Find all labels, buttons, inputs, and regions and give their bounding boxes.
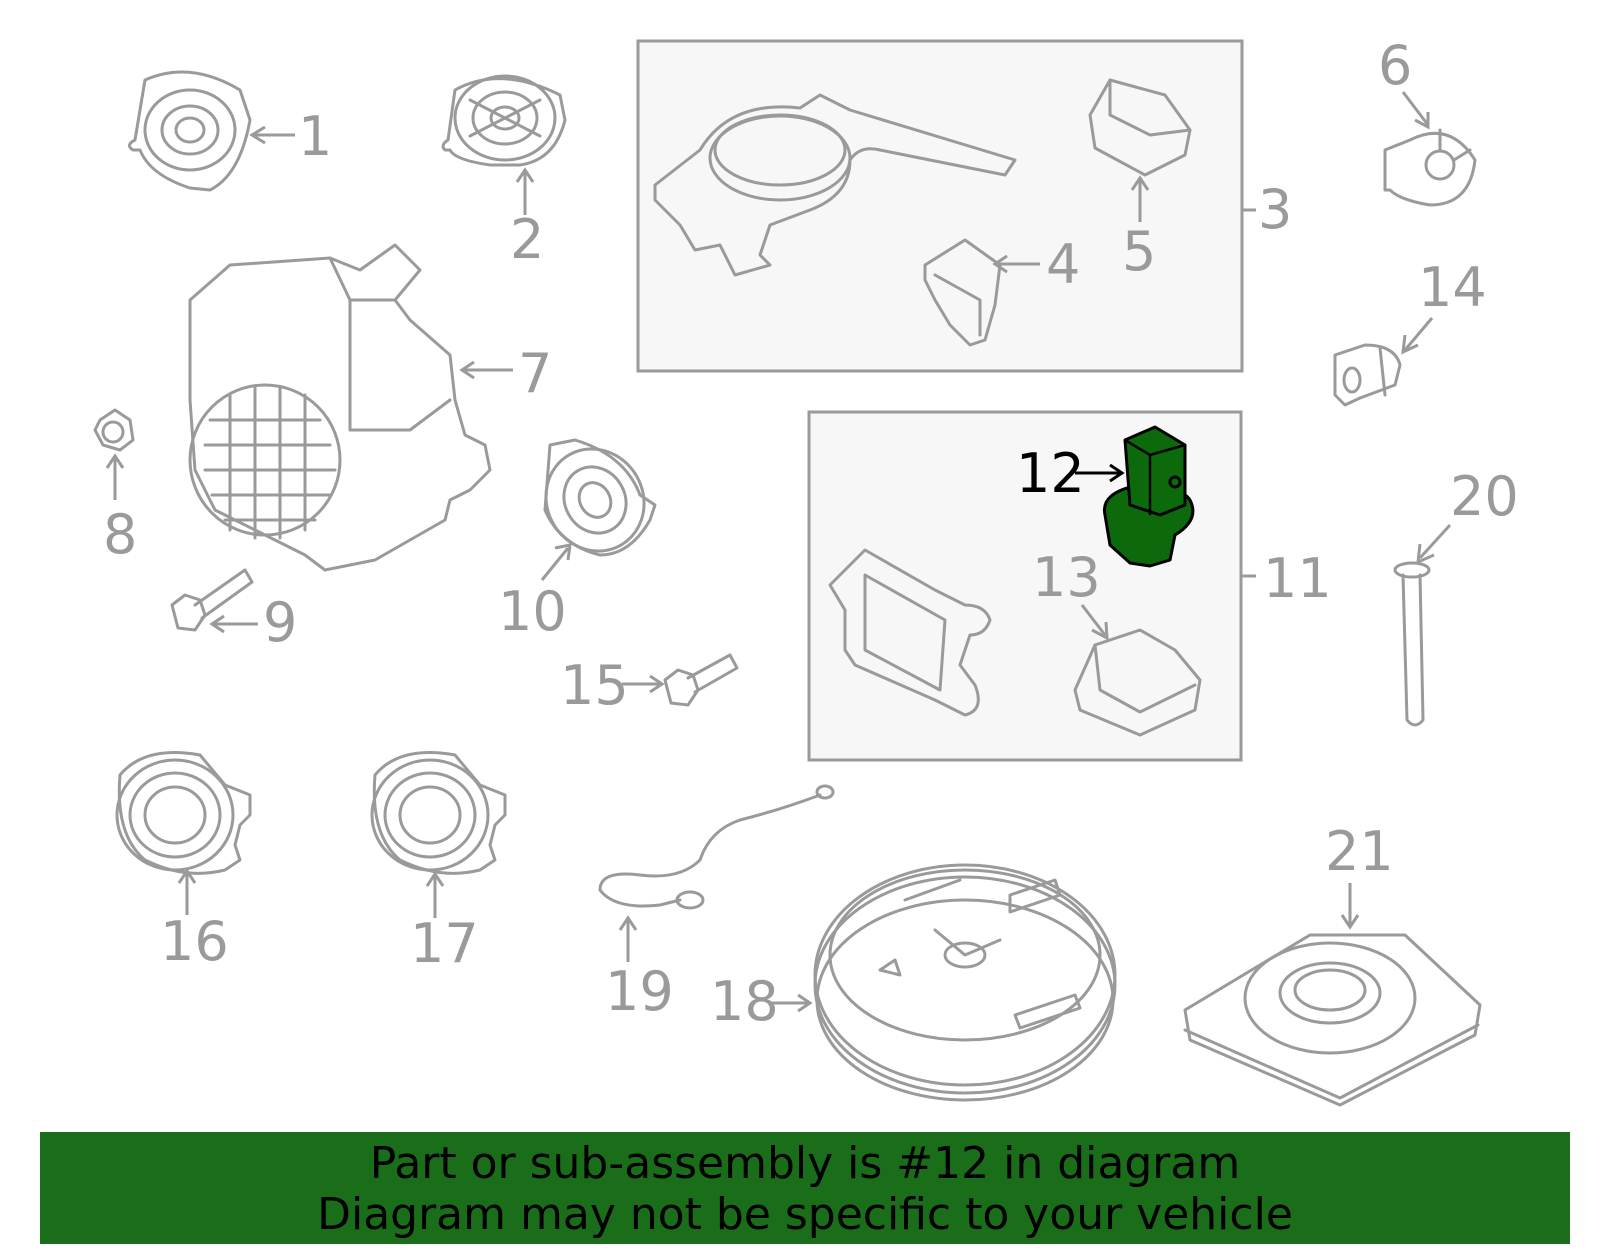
part-18-spare-tire-tray[interactable] bbox=[813, 863, 1117, 1102]
label-11: 11 bbox=[1263, 547, 1332, 610]
label-3: 3 bbox=[1258, 178, 1292, 241]
label-16: 16 bbox=[160, 910, 229, 973]
part-3-speaker-bracket[interactable] bbox=[653, 93, 1017, 277]
label-19: 19 bbox=[605, 960, 674, 1023]
part-17-speaker[interactable] bbox=[370, 751, 507, 875]
part-2-tweeter[interactable] bbox=[441, 74, 567, 167]
label-13: 13 bbox=[1032, 546, 1101, 609]
label-17: 17 bbox=[410, 912, 479, 975]
label-2: 2 bbox=[510, 208, 544, 271]
part-14-grommet[interactable] bbox=[1333, 343, 1402, 407]
label-14: 14 bbox=[1418, 256, 1487, 319]
part-6-grommet[interactable] bbox=[1383, 128, 1477, 207]
part-15-bolt[interactable] bbox=[663, 653, 739, 707]
part-11-module-bracket[interactable] bbox=[828, 548, 992, 717]
label-9: 9 bbox=[263, 591, 297, 654]
label-6: 6 bbox=[1378, 34, 1412, 97]
part-12-connector-highlighted[interactable] bbox=[1102, 425, 1195, 568]
label-8: 8 bbox=[103, 503, 137, 566]
part-5-connector[interactable] bbox=[1088, 78, 1192, 177]
label-1: 1 bbox=[298, 105, 332, 168]
part-4-clip[interactable] bbox=[923, 238, 1002, 347]
part-7-subwoofer-enclosure[interactable] bbox=[188, 243, 492, 572]
part-21-pad[interactable] bbox=[1183, 933, 1482, 1107]
label-10: 10 bbox=[498, 580, 567, 643]
part-8-nut[interactable] bbox=[93, 408, 135, 452]
label-20: 20 bbox=[1450, 465, 1519, 528]
label-21: 21 bbox=[1325, 820, 1394, 883]
part-9-bolt[interactable] bbox=[170, 568, 254, 632]
part-20-pin[interactable] bbox=[1393, 561, 1431, 727]
label-15: 15 bbox=[560, 654, 629, 717]
part-19-ground-cable[interactable] bbox=[598, 784, 835, 910]
label-7: 7 bbox=[518, 342, 552, 405]
info-banner: Part or sub-assembly is #12 in diagram D… bbox=[40, 1132, 1570, 1244]
label-18: 18 bbox=[710, 970, 779, 1033]
banner-line-2: Diagram may not be specific to your vehi… bbox=[317, 1189, 1293, 1240]
banner-line-1: Part or sub-assembly is #12 in diagram bbox=[369, 1138, 1241, 1189]
label-12: 12 bbox=[1016, 442, 1085, 505]
parts-diagram: 1 2 3 4 5 6 7 8 9 10 11 12 13 14 15 16 1… bbox=[93, 34, 1519, 1107]
label-4: 4 bbox=[1046, 233, 1080, 296]
part-10-speaker[interactable] bbox=[527, 431, 662, 569]
label-5: 5 bbox=[1122, 220, 1156, 283]
part-1-tweeter[interactable] bbox=[128, 70, 252, 192]
part-13-connector[interactable] bbox=[1073, 628, 1202, 737]
part-16-speaker[interactable] bbox=[115, 751, 252, 875]
